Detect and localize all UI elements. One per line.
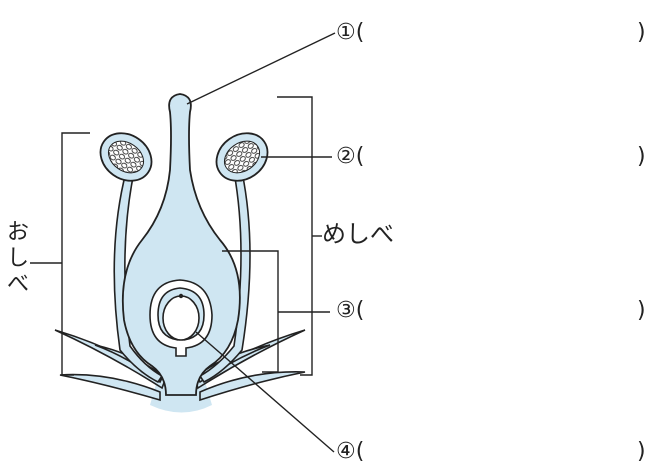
label-3-group: ③( <box>336 300 364 322</box>
label-2-number: ② <box>336 144 356 169</box>
leader-lines <box>186 32 336 453</box>
label-1-close: ) <box>637 20 646 45</box>
label-2-open: ( <box>355 144 365 169</box>
label-4-group: ④( <box>336 441 364 463</box>
label-3-close: ) <box>637 298 646 323</box>
brackets <box>30 96 330 376</box>
stamen-label-char-2: し <box>6 246 29 271</box>
label-1-number: ① <box>336 20 356 45</box>
stamen-label: お し べ <box>6 220 30 298</box>
label-1-open: ( <box>355 20 365 45</box>
label-1-group: ①( <box>336 22 364 44</box>
ovule <box>149 279 213 357</box>
stamen-label-char-1: お <box>6 220 29 245</box>
label-3-number: ③ <box>336 298 356 323</box>
label-4-number: ④ <box>336 439 356 464</box>
label-2-close: ) <box>637 144 646 169</box>
stamen-label-char-3: べ <box>6 272 29 297</box>
label-4-close: ) <box>637 439 646 464</box>
anthers <box>99 132 269 182</box>
label-3-open: ( <box>355 298 365 323</box>
pistil-label: めしべ <box>322 220 394 248</box>
label-2-group: ②( <box>336 146 364 168</box>
label-4-open: ( <box>355 439 365 464</box>
